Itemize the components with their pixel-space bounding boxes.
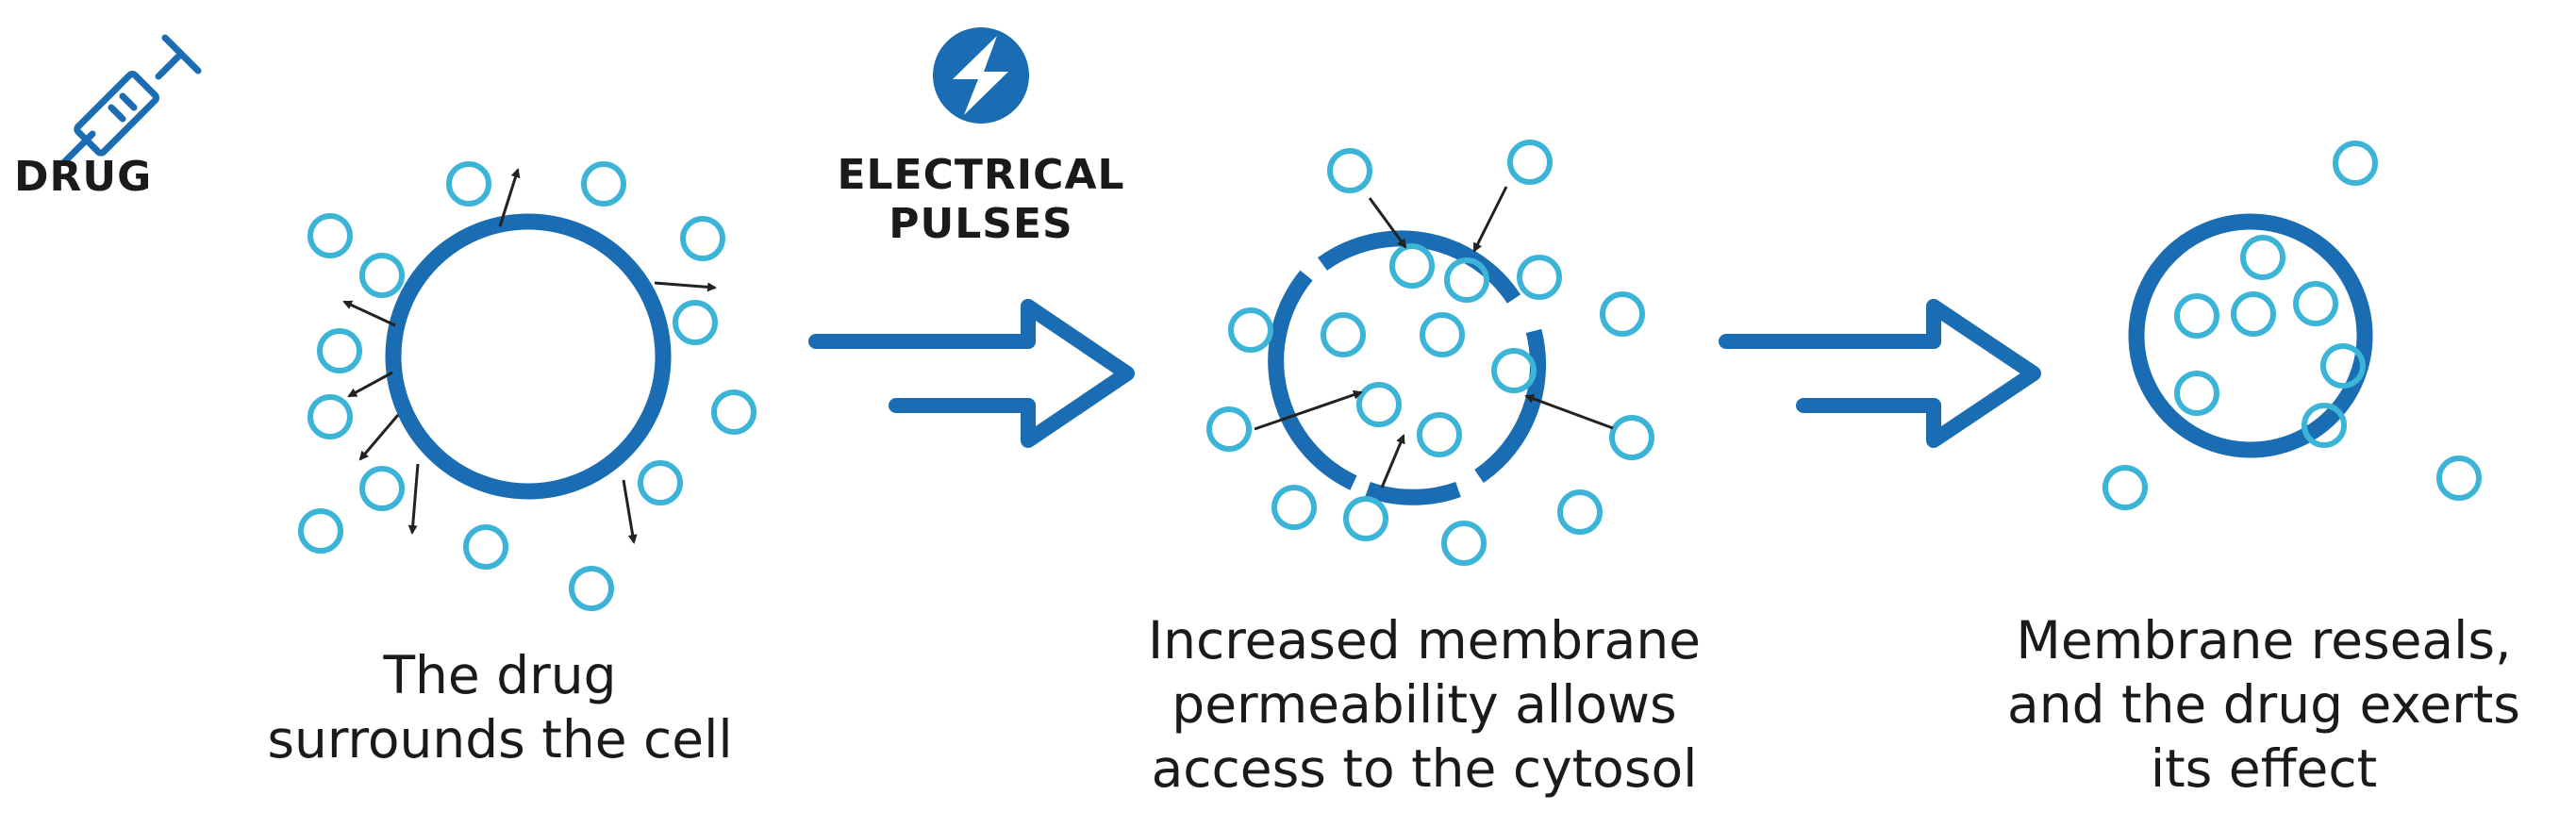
caption-step-2-line-1: Increased membrane — [1147, 610, 1702, 671]
resealed-cell — [2128, 213, 2373, 458]
drug-particle — [1420, 312, 1465, 357]
drug-particle — [2302, 403, 2347, 448]
caption-step-2-line-2: permeability allows — [1172, 674, 1677, 735]
drug-particle — [1327, 148, 1372, 193]
permeabilized-cell-membrane-segment — [1474, 328, 1547, 484]
caption-step-3-line-2: and the drug exerts — [2007, 674, 2520, 735]
electrical-pulses-line-1: ELECTRICAL — [837, 151, 1125, 199]
drug-particle — [359, 466, 405, 511]
drug-particle — [359, 253, 405, 298]
drug-particle — [2240, 235, 2285, 280]
movement-arrow — [358, 414, 400, 461]
drug-particle — [446, 161, 491, 207]
movement-arrow — [1524, 394, 1614, 430]
drug-particle — [2333, 141, 2378, 186]
drug-particle — [298, 508, 343, 554]
syringe-icon — [60, 34, 202, 166]
drug-particle — [1609, 415, 1654, 460]
drug-particle — [1356, 382, 1402, 427]
drug-particle — [307, 394, 353, 439]
drug-particle — [581, 161, 626, 207]
drug-particle — [307, 213, 353, 258]
drug-particle — [2174, 293, 2219, 339]
drug-particle — [1271, 485, 1317, 530]
drug-particle — [569, 566, 614, 611]
drug-particle — [1600, 291, 1645, 337]
drug-particle — [2436, 455, 2482, 501]
lightning-bolt-icon — [933, 27, 1029, 124]
drug-particle — [1517, 255, 1562, 300]
process-arrow-1 — [808, 299, 1135, 448]
drug-particle — [1557, 489, 1603, 535]
movement-arrow — [622, 479, 638, 544]
drug-particle — [2174, 371, 2219, 416]
movement-arrow — [407, 463, 420, 535]
caption-step-3-line-3: its effect — [2150, 738, 2378, 799]
drug-particle — [680, 216, 725, 261]
drug-particle — [1389, 243, 1435, 289]
drug-particle — [638, 460, 683, 505]
movement-arrow — [347, 371, 393, 398]
drug-particle — [2102, 465, 2148, 510]
drug-particle — [2293, 281, 2338, 326]
drug-particle — [1206, 406, 1252, 452]
drug-particle — [1321, 312, 1366, 357]
drug-particle — [463, 524, 508, 570]
drug-particle — [1228, 307, 1273, 353]
drug-particle — [2320, 343, 2366, 389]
movement-arrow — [1472, 186, 1508, 253]
drug-particle — [1507, 140, 1553, 185]
drug-particle — [711, 389, 756, 435]
movement-arrow — [498, 168, 521, 227]
electrical-pulses-label: ELECTRICAL PULSES — [806, 151, 1155, 249]
drug-particle — [1491, 348, 1537, 393]
drug-particle — [2231, 291, 2276, 337]
drug-particle — [673, 300, 718, 345]
movement-arrow — [1368, 197, 1407, 249]
electrical-pulses-line-2: PULSES — [889, 200, 1073, 248]
permeabilized-cell-membrane-segment — [1365, 481, 1461, 505]
movement-arrows — [342, 168, 1614, 544]
drug-particle — [1444, 257, 1489, 303]
drug-particles — [298, 140, 2482, 611]
drug-particle — [1417, 412, 1462, 457]
caption-step-1-line-1: The drug — [383, 645, 617, 705]
caption-step-1-line-2: surrounds the cell — [267, 709, 733, 770]
intact-cell — [385, 213, 672, 500]
drug-label: DRUG — [14, 153, 153, 201]
permeabilized-cell-membrane-segment — [1268, 270, 1357, 490]
permeabilized-cell-membrane-segment — [1318, 230, 1521, 304]
drug-particle — [1343, 496, 1388, 541]
movement-arrow — [1254, 389, 1363, 431]
caption-step-2: Increased membrane permeability allows a… — [1104, 608, 1745, 801]
caption-step-3: Membrane reseals, and the drug exerts it… — [1971, 608, 2556, 801]
movement-arrow — [1380, 434, 1405, 489]
caption-step-1: The drug surrounds the cell — [208, 643, 792, 771]
movement-arrow — [654, 281, 717, 292]
process-arrow-2 — [1719, 299, 2041, 448]
movement-arrow — [342, 300, 396, 327]
caption-step-3-line-1: Membrane reseals, — [2016, 610, 2512, 671]
drug-particle — [1441, 521, 1487, 566]
caption-step-2-line-3: access to the cytosol — [1151, 738, 1698, 799]
drug-particle — [317, 328, 362, 373]
